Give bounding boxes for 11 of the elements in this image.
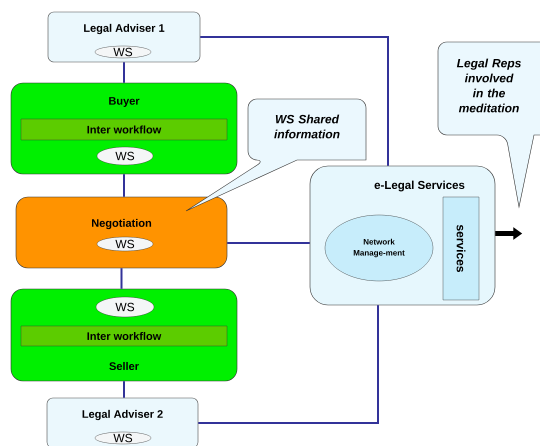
connector-line (200, 36, 389, 166)
connector-line (123, 62, 125, 83)
connector-line (198, 305, 379, 424)
connector-line (123, 174, 125, 197)
connector-line (227, 242, 310, 244)
connector-line (123, 381, 125, 398)
services-bar: services (442, 196, 480, 300)
callout: WS Shared information (186, 98, 366, 212)
connector-line (120, 268, 122, 289)
workflow-bar: Inter workflow (20, 326, 228, 346)
workflow-bar: Inter workflow (20, 118, 228, 140)
